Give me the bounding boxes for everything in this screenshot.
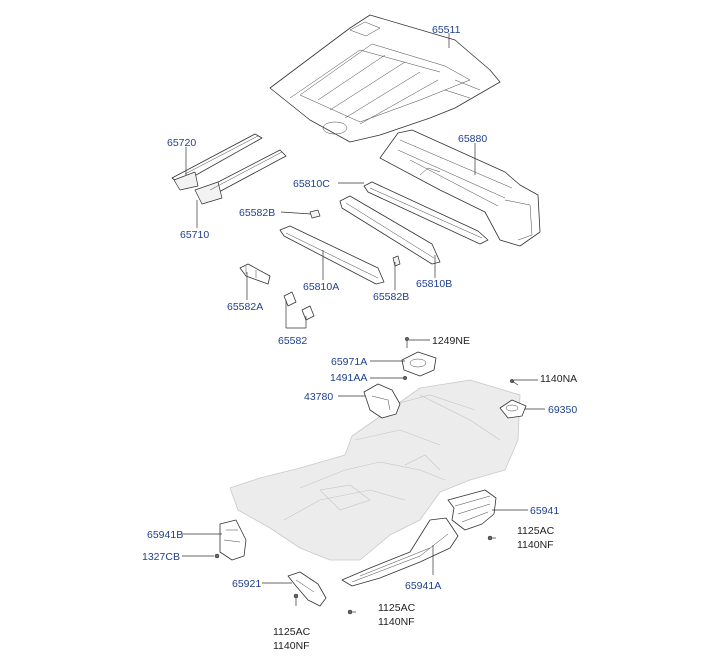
label-65810A: 65810A (303, 281, 339, 293)
label-1249NE: 1249NE (432, 335, 470, 347)
label-65941: 65941 (530, 505, 559, 517)
label-65880: 65880 (458, 133, 487, 145)
label-65971A: 65971A (331, 356, 367, 368)
label-1125AC-left: 1125AC (273, 626, 311, 638)
label-65582B-upper: 65582B (239, 207, 275, 219)
label-65941A: 65941A (405, 580, 441, 592)
screw-1125AC-left (293, 593, 299, 606)
bracket-65582A (239, 263, 271, 285)
cover-65971A (401, 351, 437, 377)
label-65921: 65921 (232, 578, 261, 590)
bracket-43780 (363, 383, 401, 419)
bolt-1249NE (404, 336, 410, 348)
screw-1125AC-center (347, 609, 356, 615)
label-65582A: 65582A (227, 301, 263, 313)
label-1140NA: 1140NA (540, 373, 577, 385)
crossmember-65810C (363, 181, 489, 245)
floor-panel-65511 (269, 14, 501, 143)
rail-65710 (194, 149, 287, 205)
crossmember-65810A (279, 225, 385, 285)
bolt-1327CB (214, 553, 220, 559)
label-1140NF-left: 1140NF (273, 640, 310, 652)
bolt-1140NA (509, 378, 519, 386)
heat-shield-65941B (219, 519, 247, 561)
label-1140NF-center: 1140NF (378, 616, 415, 628)
side-member-65880 (379, 129, 541, 247)
label-65720: 65720 (167, 137, 196, 149)
label-65710: 65710 (180, 229, 209, 241)
label-1125AC-center: 1125AC (378, 602, 416, 614)
heat-shield-65941 (447, 489, 497, 531)
bracket-65921 (287, 571, 327, 607)
label-69350: 69350 (548, 404, 577, 416)
rear-floor-panel (229, 379, 521, 561)
callout-labels: 65511 65720 65710 65880 65810C 65582B 65… (142, 24, 577, 652)
label-65582: 65582 (278, 335, 307, 347)
label-65582B-lower: 65582B (373, 291, 409, 303)
crossmember-65810B (339, 195, 441, 265)
cap-69350 (499, 399, 527, 419)
label-1140NF-right: 1140NF (517, 539, 554, 551)
bracket-65582 (283, 291, 315, 321)
bracket-65582B-lower (392, 255, 401, 267)
label-65511: 65511 (432, 24, 461, 36)
label-1125AC-right: 1125AC (517, 525, 555, 537)
label-65941B: 65941B (147, 529, 183, 541)
screw-1125AC-right (487, 535, 496, 541)
label-43780: 43780 (304, 391, 333, 403)
heat-shield-65941A (341, 517, 459, 587)
leader-lines (182, 33, 545, 584)
bolt-1491AA (402, 375, 408, 381)
bracket-65582B-upper (309, 209, 321, 219)
label-1327CB: 1327CB (142, 551, 180, 563)
rail-65720 (171, 133, 263, 191)
label-65810B: 65810B (416, 278, 452, 290)
label-65810C: 65810C (293, 178, 330, 190)
label-1491AA: 1491AA (330, 372, 367, 384)
